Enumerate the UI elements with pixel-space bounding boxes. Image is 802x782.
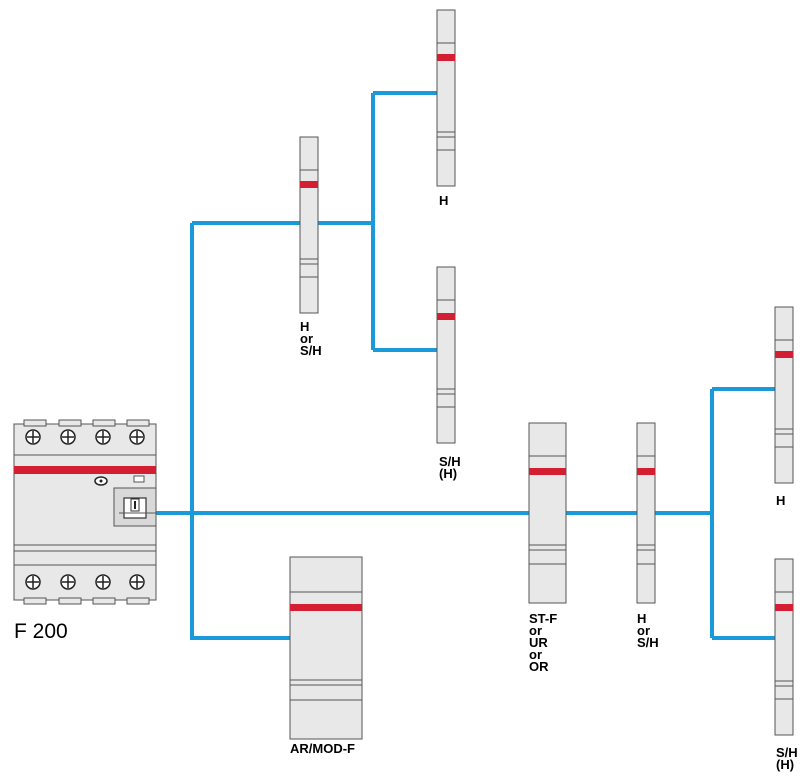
- right-bottom-device: [774, 558, 794, 736]
- main-device-label: F 200: [14, 620, 68, 643]
- terminal-screw-icon: [25, 429, 145, 445]
- toggle-lever: [113, 487, 157, 527]
- middle-device-1: [528, 422, 567, 604]
- upper-top-device-label: H: [439, 193, 449, 208]
- red-stripe: [14, 466, 156, 474]
- upper-fork-line: [318, 91, 437, 352]
- upper-top-device: [436, 9, 456, 187]
- middle-device-2: [636, 422, 656, 604]
- middle-device-1-label: ST-F or UR or OR: [529, 611, 558, 674]
- terminal-screw-icon: [25, 574, 145, 590]
- upper-branch-device-label: H or S/H: [300, 319, 322, 358]
- right-bottom-device-label: S/H (H): [776, 745, 798, 772]
- right-top-device-label: H: [776, 493, 786, 508]
- right-top-device: [774, 306, 794, 484]
- middle-device-2-label: H or S/H: [637, 611, 659, 650]
- upper-branch-device: [299, 136, 319, 314]
- auxiliary-main-label: AR/MOD-F: [290, 741, 355, 756]
- main-rcd-device: [13, 419, 157, 605]
- connection-lines: [156, 91, 775, 640]
- upper-bottom-device: [436, 266, 456, 444]
- vertical-branch-line: [190, 223, 290, 640]
- right-branch-line: [655, 387, 775, 640]
- upper-bottom-device-label: S/H (H): [439, 454, 461, 481]
- auxiliary-main-device: [289, 556, 363, 740]
